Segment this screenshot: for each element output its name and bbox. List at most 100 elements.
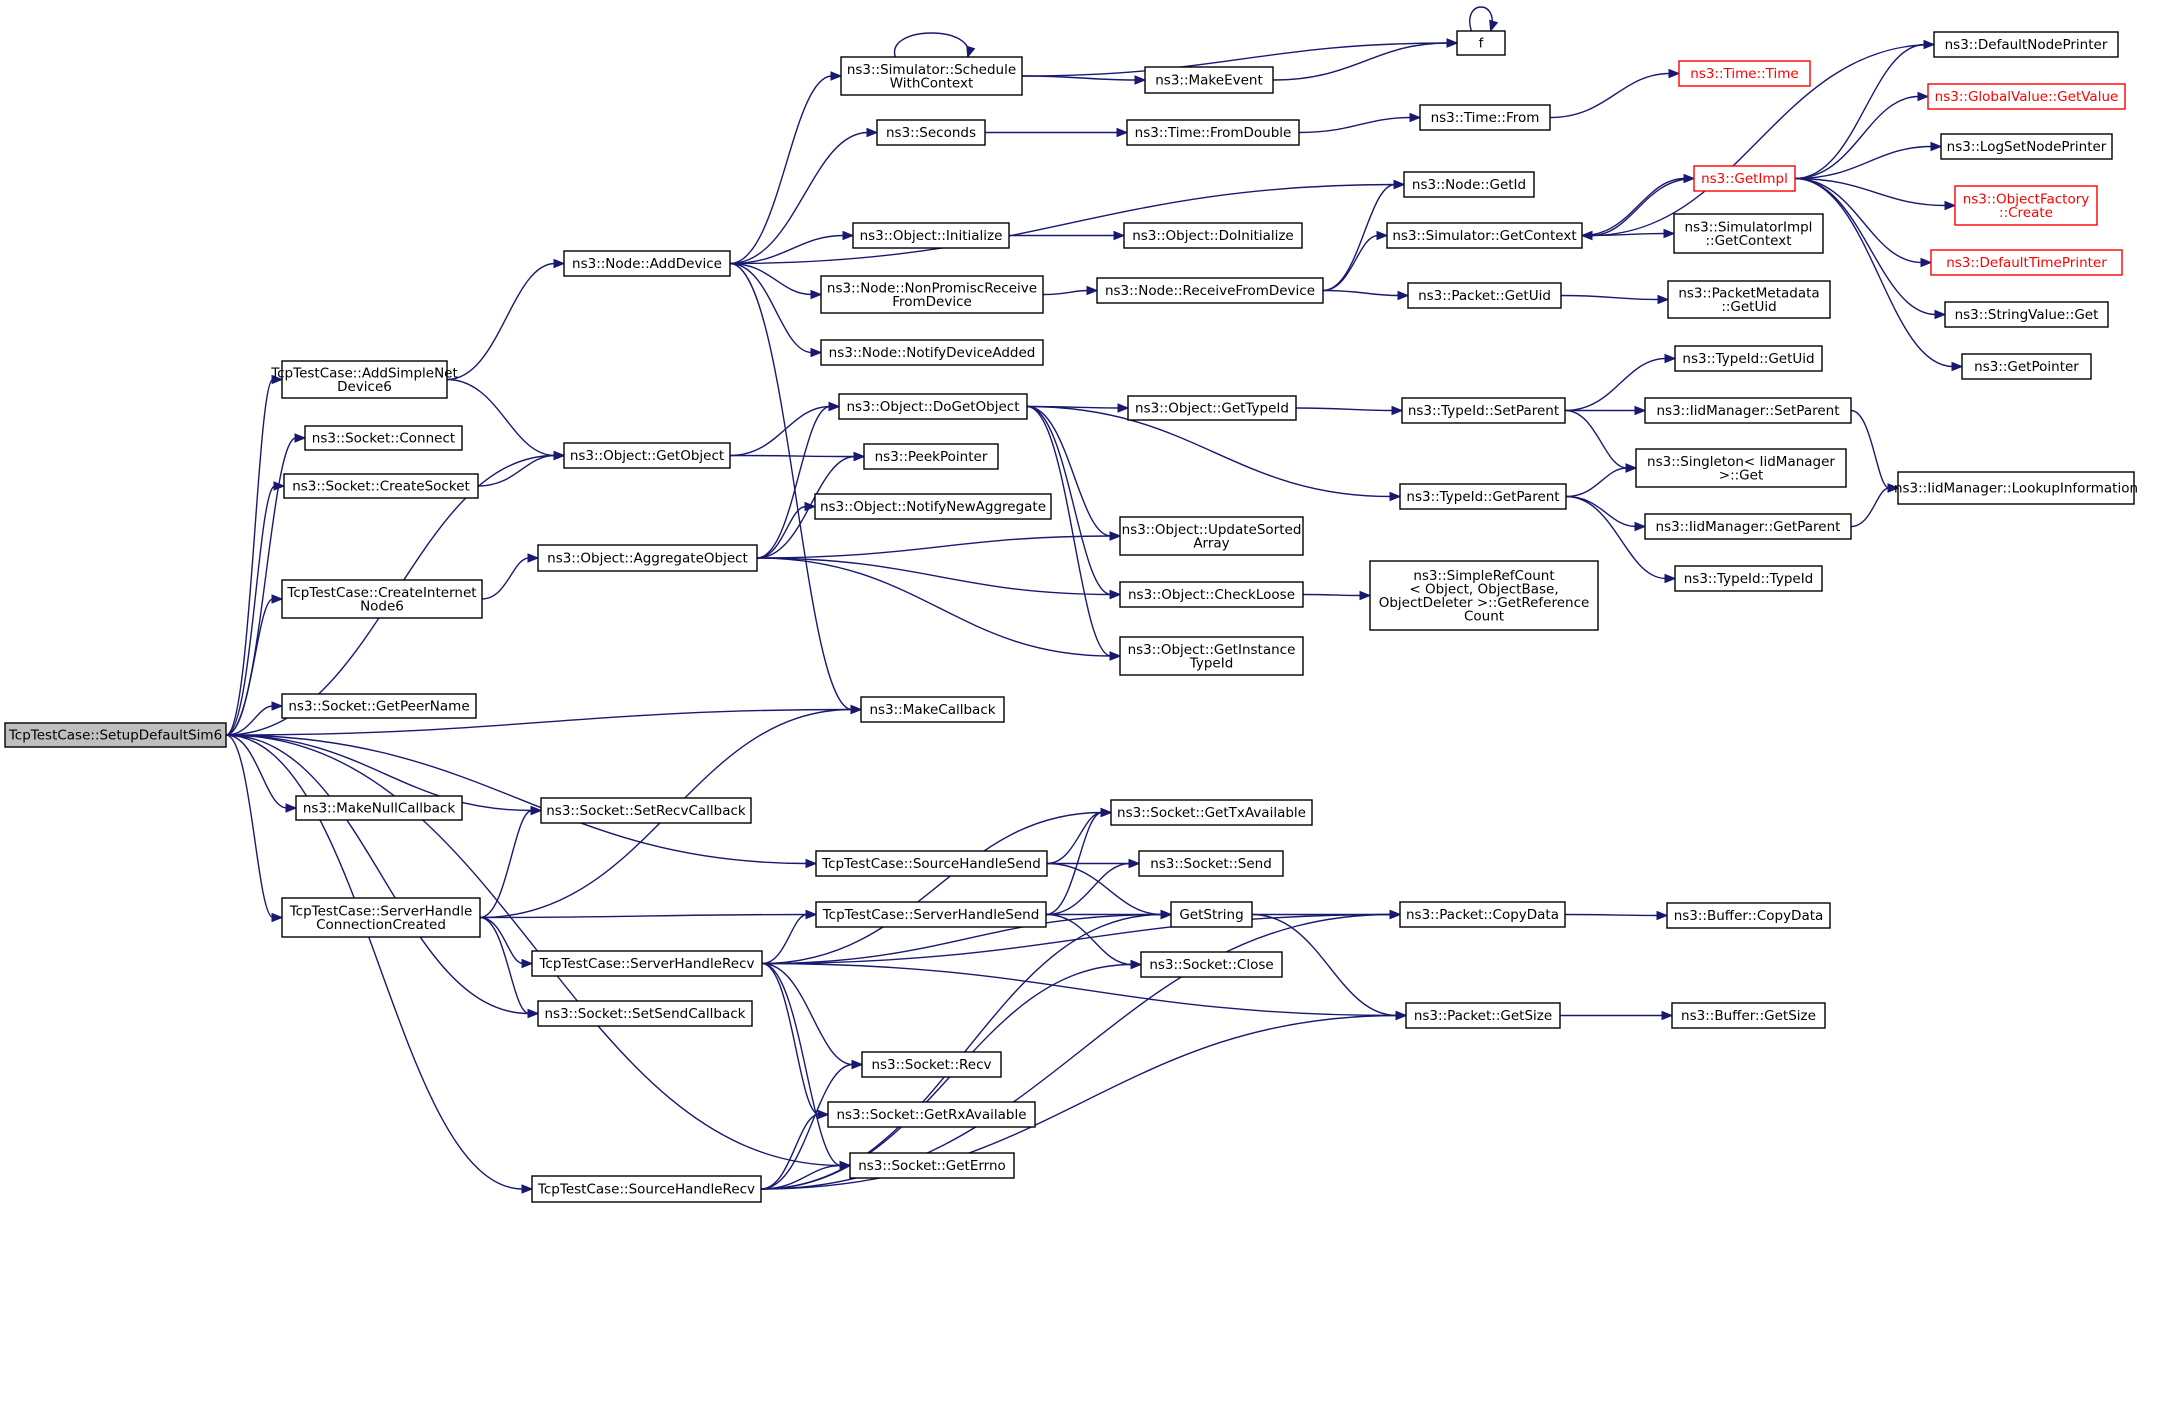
node-sourcesend[interactable]: TcpTestCase::SourceHandleSend [815,850,1048,877]
node-box [1138,850,1284,877]
node-objfactory[interactable]: ns3::ObjectFactory::Create [1954,185,2098,226]
node-box [1667,280,1831,319]
node-label: ns3::GetImpl [1701,171,1788,187]
node-pktmetagetuid[interactable]: ns3::PacketMetadata::GetUid [1667,280,1831,319]
node-globalvalue[interactable]: ns3::GlobalValue::GetValue [1927,83,2126,110]
edge-arrowhead [1359,590,1372,601]
node-geterrno[interactable]: ns3::Socket::GetErrno [849,1152,1015,1179]
node-getimpl[interactable]: ns3::GetImpl [1693,165,1796,192]
edge-arrowhead [1580,230,1593,241]
edge-arrowhead [828,401,841,412]
node-serverconn[interactable]: TcpTestCase::ServerHandleConnectionCreat… [281,897,481,938]
node-stringvalueget[interactable]: ns3::StringValue::Get [1944,301,2109,328]
node-makeevent[interactable]: ns3::MakeEvent [1144,66,1274,94]
edge-arrowhead [1634,521,1647,532]
node-setsendcb[interactable]: ns3::Socket::SetSendCallback [537,1000,753,1027]
node-objinit[interactable]: ns3::Object::Initialize [852,222,1010,249]
node-iidgetparent[interactable]: ns3::IidManager::GetParent [1644,513,1852,540]
node-label: ns3::Socket::Close [1149,957,1273,973]
edge-getstring-to-copydata [1252,909,1402,920]
node-objgetobject[interactable]: ns3::Object::GetObject [563,442,731,469]
node-typeidgetuid[interactable]: ns3::TypeId::GetUid [1674,345,1823,372]
node-pktgetuid[interactable]: ns3::Packet::GetUid [1407,282,1562,309]
node-box [281,693,477,719]
node-seconds[interactable]: ns3::Seconds [876,119,986,146]
edge-arrowhead [1489,19,1499,33]
node-copydata[interactable]: ns3::Packet::CopyData [1399,901,1566,928]
node-socketconnect[interactable]: ns3::Socket::Connect [304,425,463,451]
node-notifynewagg[interactable]: ns3::Object::NotifyNewAggregate [814,493,1052,520]
node-simimplgetctx[interactable]: ns3::SimulatorImpl::GetContext [1673,213,1824,254]
node-aggregate[interactable]: ns3::Object::AggregateObject [537,544,758,572]
node-typeidtypeid[interactable]: ns3::TypeId::TypeId [1674,565,1823,592]
node-simplerefcount[interactable]: ns3::SimpleRefCount< Object, ObjectBase,… [1369,560,1599,631]
edge-line [756,505,807,559]
node-simgetcontext[interactable]: ns3::Simulator::GetContext [1386,222,1583,249]
node-makecallback[interactable]: ns3::MakeCallback [860,696,1005,723]
node-setrecvcb[interactable]: ns3::Socket::SetRecvCallback [540,797,752,824]
node-recvfromdev[interactable]: ns3::Node::ReceiveFromDevice [1096,277,1324,304]
node-root[interactable]: TcpTestCase::SetupDefaultSim6 [4,722,227,748]
node-pktgetsize[interactable]: ns3::Packet::GetSize [1405,1002,1561,1029]
edge-line [760,1063,854,1190]
node-send[interactable]: ns3::Socket::Send [1138,850,1284,877]
node-serversend[interactable]: TcpTestCase::ServerHandleSend [815,901,1047,928]
node-box [1644,397,1852,424]
edge-line [756,535,1112,559]
node-checkloose[interactable]: ns3::Object::CheckLoose [1119,581,1304,608]
node-getrxavail[interactable]: ns3::Socket::GetRxAvailable [827,1101,1036,1128]
node-label: ns3::Node::NotifyDeviceAdded [829,345,1036,361]
node-logsetnodeprinter[interactable]: ns3::LogSetNodePrinter [1940,133,2113,160]
node-gettxavail[interactable]: ns3::Socket::GetTxAvailable [1110,799,1313,826]
node-box [1119,581,1304,608]
node-typeidsetparent[interactable]: ns3::TypeId::SetParent [1401,397,1566,424]
node-gettypeid[interactable]: ns3::Object::GetTypeId [1127,395,1297,421]
edge-arrowhead [271,701,284,711]
node-doinit[interactable]: ns3::Object::DoInitialize [1123,222,1303,249]
node-box [1930,249,2123,276]
node-recv[interactable]: ns3::Socket::Recv [861,1051,1002,1078]
node-createsocket[interactable]: ns3::Socket::CreateSocket [283,473,479,499]
node-typeidgetparent[interactable]: ns3::TypeId::GetParent [1399,483,1567,510]
node-getstring[interactable]: GetString [1170,901,1253,928]
node-getpointer[interactable]: ns3::GetPointer [1961,353,2092,380]
node-lookupinfo[interactable]: ns3::IidManager::LookupInformation [1894,471,2138,505]
node-label: ns3::Node::ReceiveFromDevice [1105,283,1315,299]
node-dogetobject[interactable]: ns3::Object::DoGetObject [838,393,1028,420]
node-timefrom[interactable]: ns3::Time::From [1419,104,1551,131]
edge-aggregate-to-dogetobject [756,401,841,559]
node-serverrecv[interactable]: TcpTestCase::ServerHandleRecv [531,950,763,977]
node-iidsetparent[interactable]: ns3::IidManager::SetParent [1644,397,1852,424]
node-box [1123,222,1303,249]
node-peekpointer[interactable]: ns3::PeekPointer [863,443,999,470]
node-box [840,56,1023,96]
node-box [563,442,731,469]
node-box [1954,185,2098,226]
node-f[interactable]: f [1456,30,1506,56]
node-deftimeprinter[interactable]: ns3::DefaultTimePrinter [1930,249,2123,276]
node-box [1407,282,1562,309]
node-defnodeprinter[interactable]: ns3::DefaultNodePrinter [1933,31,2119,58]
node-nodeadddevice[interactable]: ns3::Node::AddDevice [563,250,731,277]
node-makenullcb[interactable]: ns3::MakeNullCallback [295,795,463,821]
edge-line [1251,913,1398,1017]
node-singletonget[interactable]: ns3::Singleton< IidManager>::Get [1635,448,1847,488]
node-close[interactable]: ns3::Socket::Close [1140,951,1283,978]
node-bufgetsize[interactable]: ns3::Buffer::GetSize [1671,1002,1826,1029]
node-notifyadded[interactable]: ns3::Node::NotifyDeviceAdded [820,339,1044,366]
node-timetime[interactable]: ns3::Time::Time [1678,60,1811,87]
node-fromdouble[interactable]: ns3::Time::FromDouble [1126,119,1300,146]
node-sourcerecv[interactable]: TcpTestCase::SourceHandleRecv [531,1175,762,1203]
node-label: TcpTestCase::ServerHandleSend [822,907,1040,923]
node-getpeername[interactable]: ns3::Socket::GetPeerName [281,693,477,719]
node-nodegetid[interactable]: ns3::Node::GetId [1403,171,1535,198]
node-label: ns3::Socket::Send [1150,856,1272,872]
node-bufcopydata[interactable]: ns3::Buffer::CopyData [1666,902,1831,929]
edge-line [1322,289,1400,297]
